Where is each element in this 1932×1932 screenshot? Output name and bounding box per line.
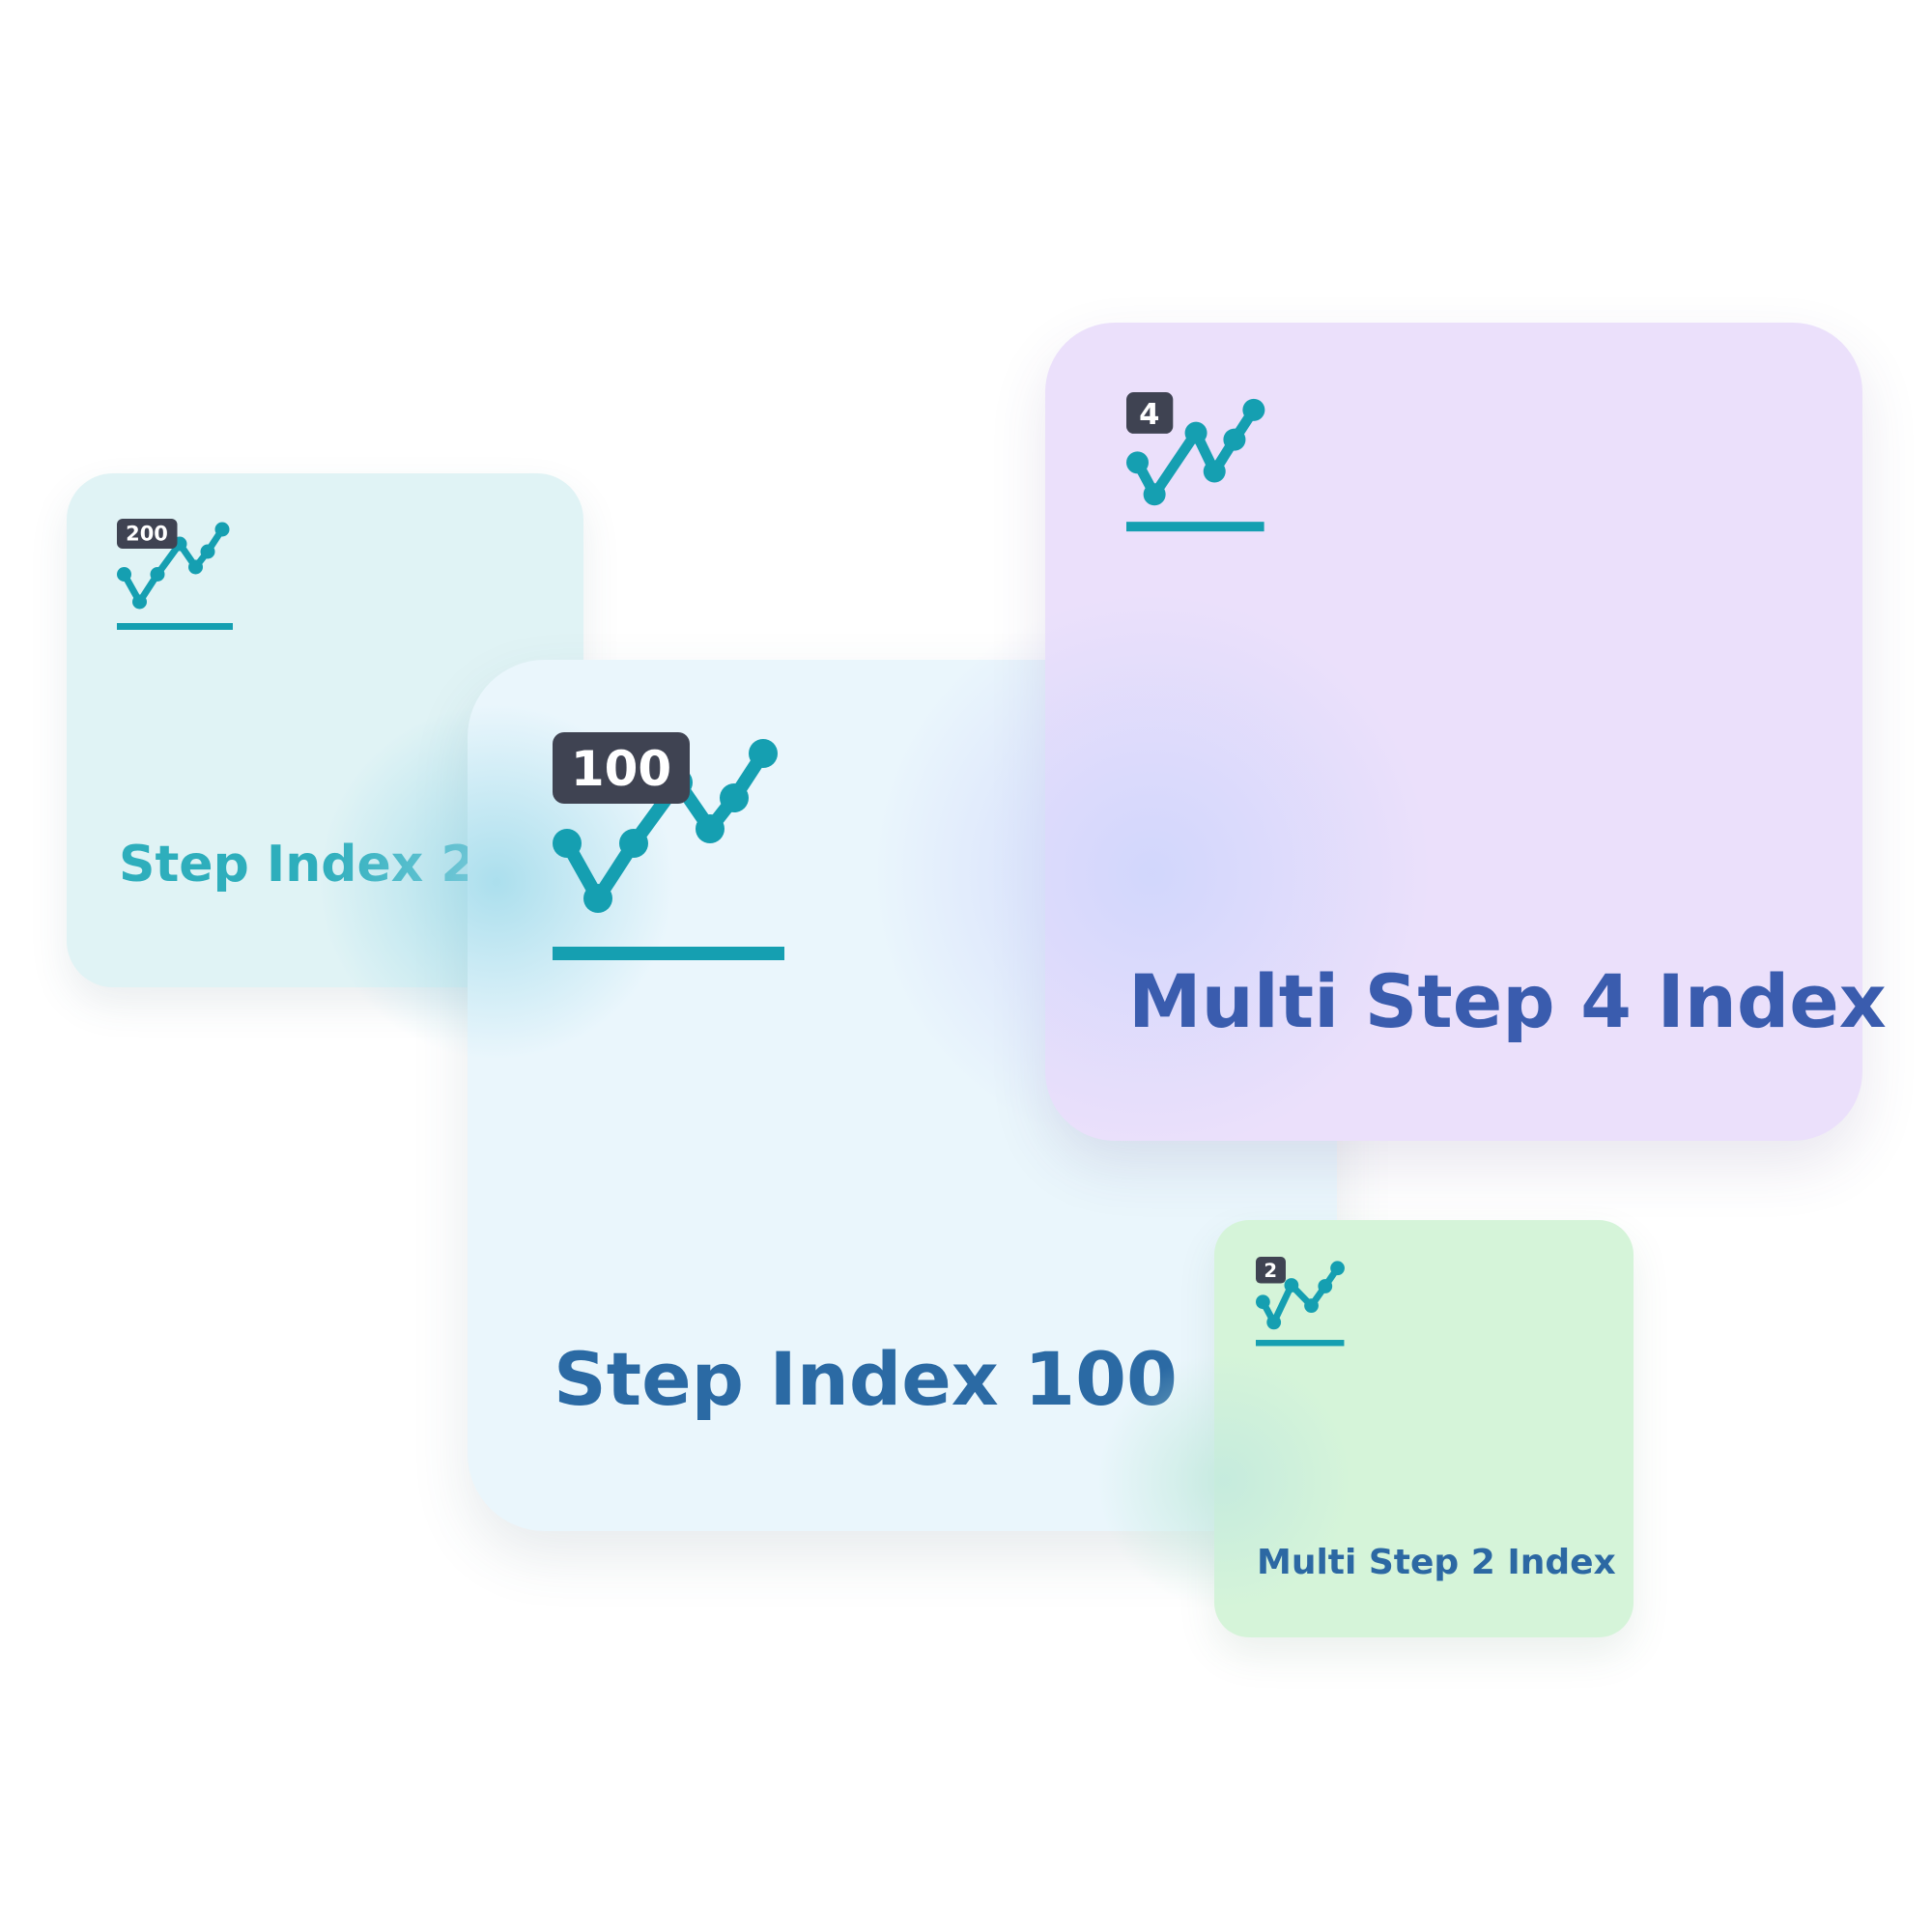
badge-box (1126, 392, 1174, 434)
step-chart-icon: 2 (1256, 1257, 1370, 1371)
card-title: Multi Step 4 Index (1128, 958, 1887, 1044)
badge-box (553, 732, 690, 804)
card-multi-step-4-index[interactable]: 4 Multi Step 4 Index (833, 323, 1887, 1192)
card-multi-step-2-index[interactable]: 2 Multi Step 2 Index (1079, 1220, 1634, 1637)
badge-number: 200 (126, 523, 168, 546)
baseline-bar (1256, 1340, 1345, 1347)
badge-number: 4 (1139, 398, 1159, 432)
step-chart-icon: 4 (1126, 392, 1304, 570)
step-chart-icon: 200 (117, 519, 233, 635)
badge-box (117, 519, 178, 549)
card-title: Step Index 100 (554, 1336, 1178, 1422)
baseline-bar (117, 623, 233, 630)
badge-box (1256, 1257, 1286, 1284)
badge-number: 100 (571, 741, 671, 797)
badge-number: 2 (1264, 1260, 1277, 1282)
card-title: Multi Step 2 Index (1257, 1543, 1616, 1582)
baseline-bar (1126, 522, 1264, 532)
step-chart-icon: 100 (553, 732, 784, 964)
baseline-bar (553, 947, 784, 960)
